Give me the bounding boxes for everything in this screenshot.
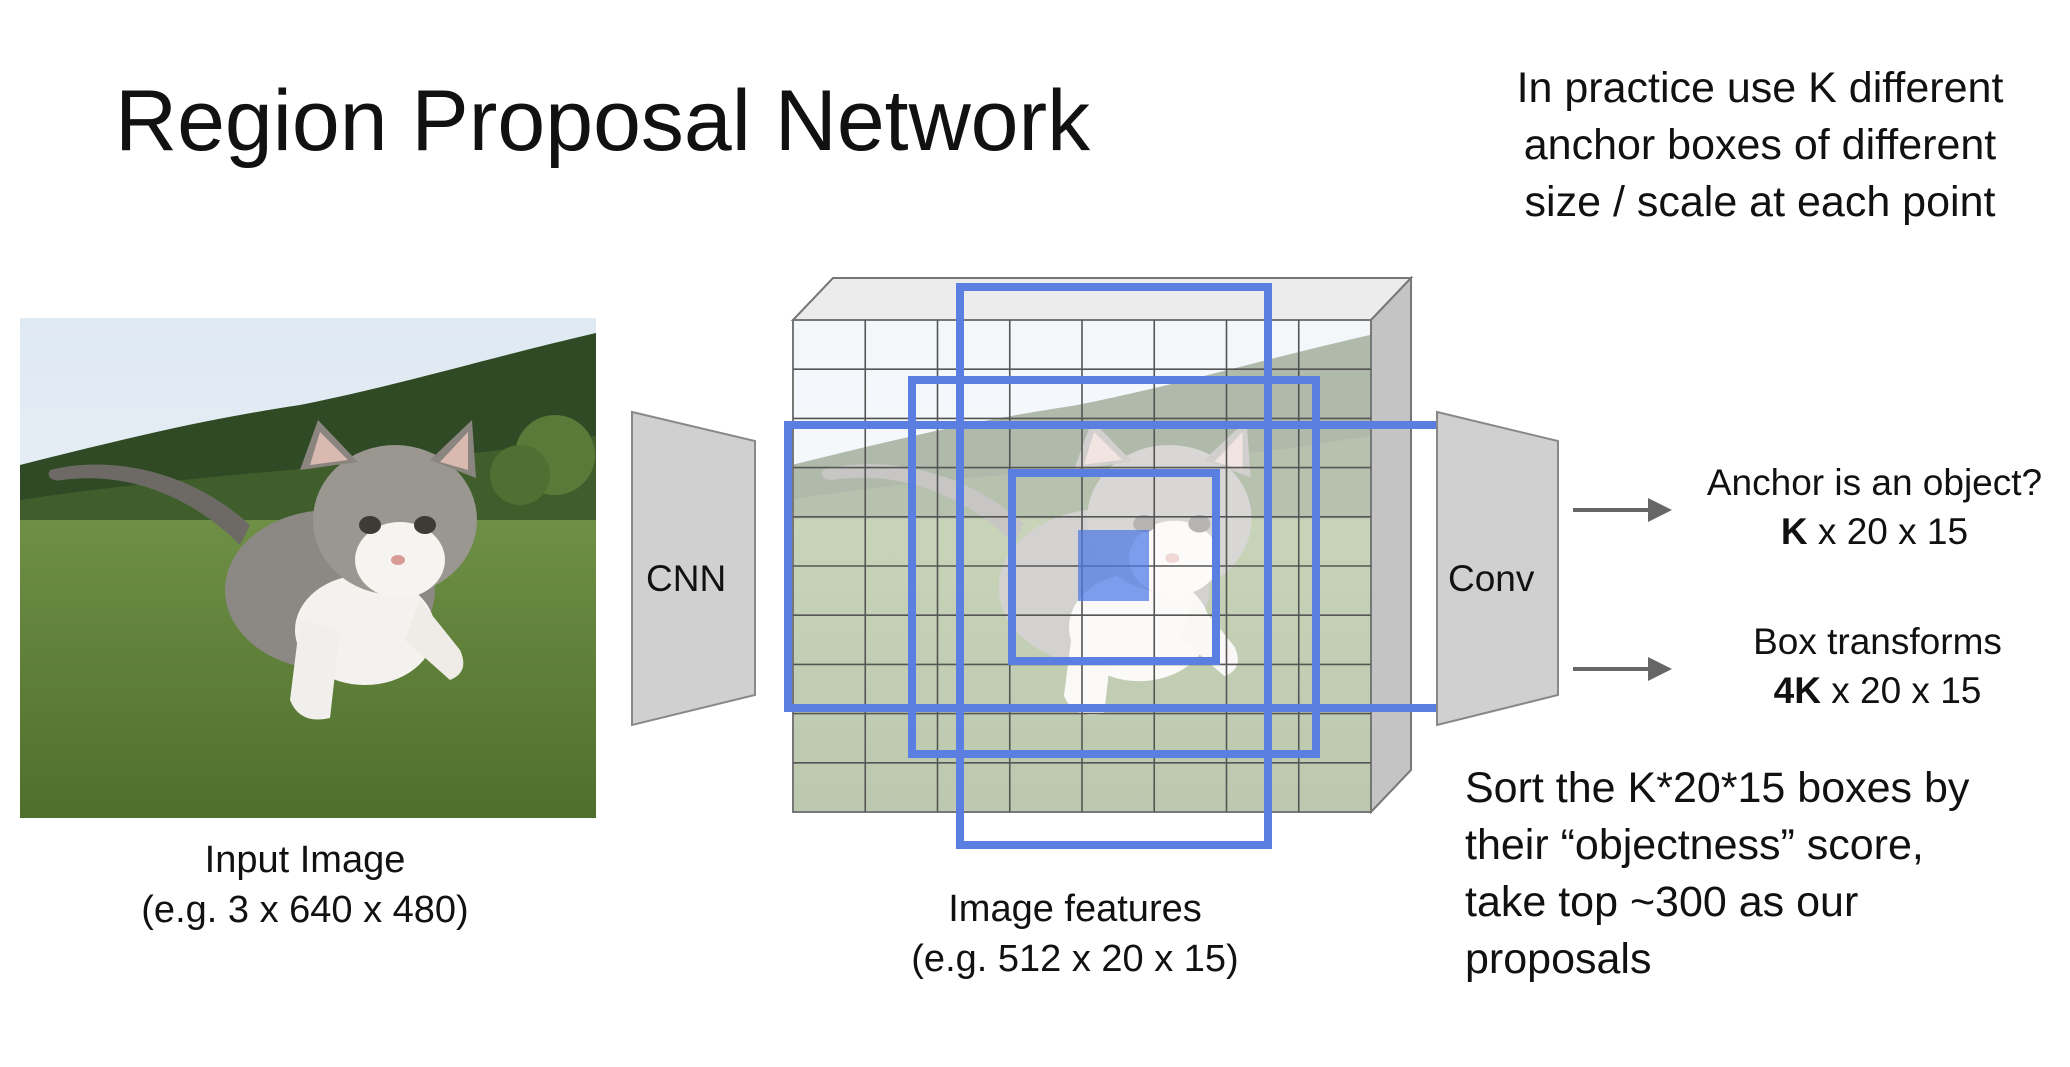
box-transforms-shape-bold: 4K [1773,670,1821,711]
arrow-right-icon [1573,657,1672,681]
input-image [20,318,596,818]
objectness-shape-rest: x 20 x 15 [1807,511,1969,552]
anchor-box-tall [956,283,1272,849]
objectness-output: Anchor is an object? K x 20 x 15 [1682,458,2067,556]
box-transforms-shape: 4K x 20 x 15 [1720,666,2035,715]
features-caption: Image features (e.g. 512 x 20 x 15) [860,884,1290,984]
objectness-question: Anchor is an object? [1706,462,2043,503]
anchor-note-line: In practice use K different [1516,64,2004,112]
page-title: Region Proposal Network [115,73,1091,169]
conv-block [1436,410,1559,727]
sort-note-line: take top ~300 as our [1465,878,1859,926]
box-transforms-shape-rest: x 20 x 15 [1820,670,1982,711]
conv-label: Conv [1448,558,1535,599]
sort-note: Sort the K*20*15 boxes by their “objectn… [1465,760,2065,988]
features-caption-line2: (e.g. 512 x 20 x 15) [911,938,1239,980]
objectness-shape: K x 20 x 15 [1682,507,2067,556]
anchor-box-square-large [908,376,1320,758]
sort-note-line: their “objectness” score, [1465,821,1924,869]
features-caption-line1: Image features [948,888,1202,930]
feature-grid [793,320,1371,812]
input-caption-line1: Input Image [204,839,406,881]
box-transforms-title: Box transforms [1753,621,2002,662]
anchor-note-line: anchor boxes of different [1523,121,1997,169]
sort-note-line: proposals [1465,935,1652,983]
objectness-shape-bold: K [1780,511,1808,552]
cnn-block [631,410,756,727]
anchor-center-cell [1078,530,1149,601]
anchor-boxes [784,283,1444,849]
anchor-note: In practice use K different anchor boxes… [1460,60,2060,231]
cnn-label: CNN [646,558,727,599]
anchor-note-line: size / scale at each point [1524,178,1996,226]
anchor-box-small [1008,469,1220,665]
feature-volume [790,275,1414,815]
sort-note-line: Sort the K*20*15 boxes by [1465,764,1970,812]
input-image-caption: Input Image (e.g. 3 x 640 x 480) [105,835,505,935]
input-caption-line2: (e.g. 3 x 640 x 480) [141,889,469,931]
box-transforms-output: Box transforms 4K x 20 x 15 [1720,617,2035,715]
arrow-right-icon [1573,498,1672,522]
